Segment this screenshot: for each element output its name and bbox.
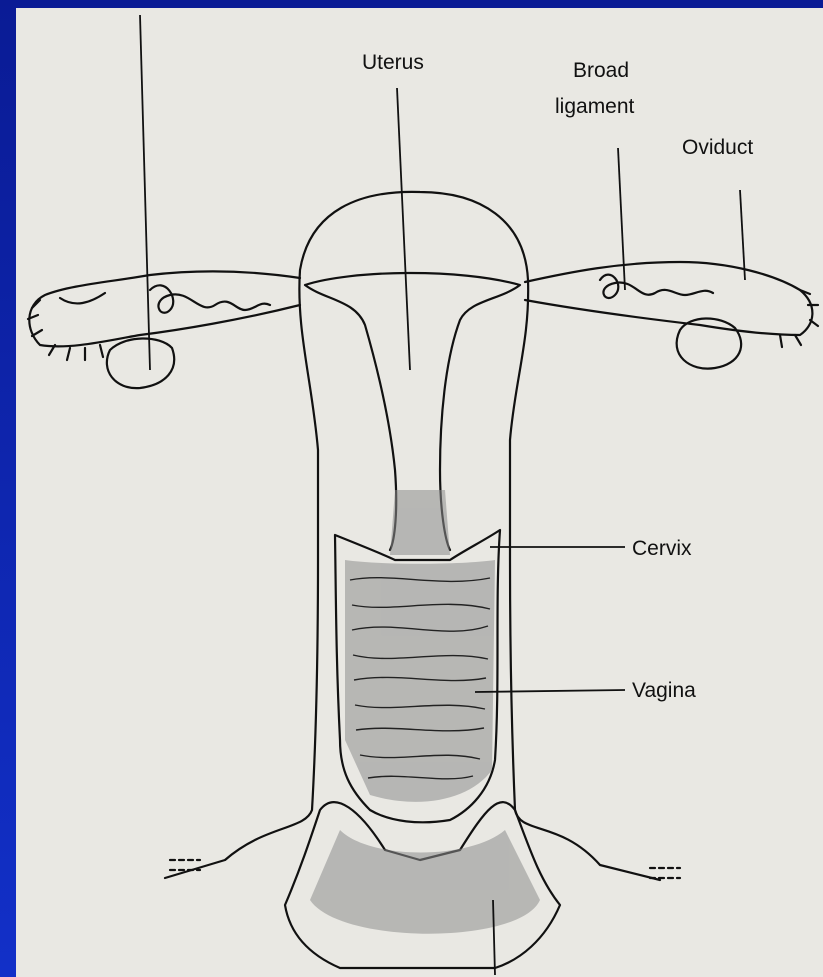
left-fimbriae [28,293,105,360]
label-oviduct: Oviduct [682,135,753,161]
label-broad-ligament-line1: Broad [573,58,629,84]
broad-ligament-leader-line [618,148,625,290]
right-oviduct [525,262,812,335]
label-vagina: Vagina [632,678,696,704]
label-broad-ligament-line2: ligament [555,94,634,120]
label-cervix: Cervix [632,536,692,562]
right-cut-edge [650,868,680,878]
left-oviduct [29,271,300,346]
uterus-leader-line [397,88,410,370]
oviduct-leader-line [740,190,745,280]
cervix-shading [390,490,450,555]
vagina-shading [345,560,495,802]
vulva-shading [310,830,540,934]
right-tube-coils [600,275,713,298]
left-ovary [107,338,174,388]
label-uterus: Uterus [362,50,424,76]
top-left-leader-line [140,15,150,370]
left-tube-coils [150,285,270,312]
